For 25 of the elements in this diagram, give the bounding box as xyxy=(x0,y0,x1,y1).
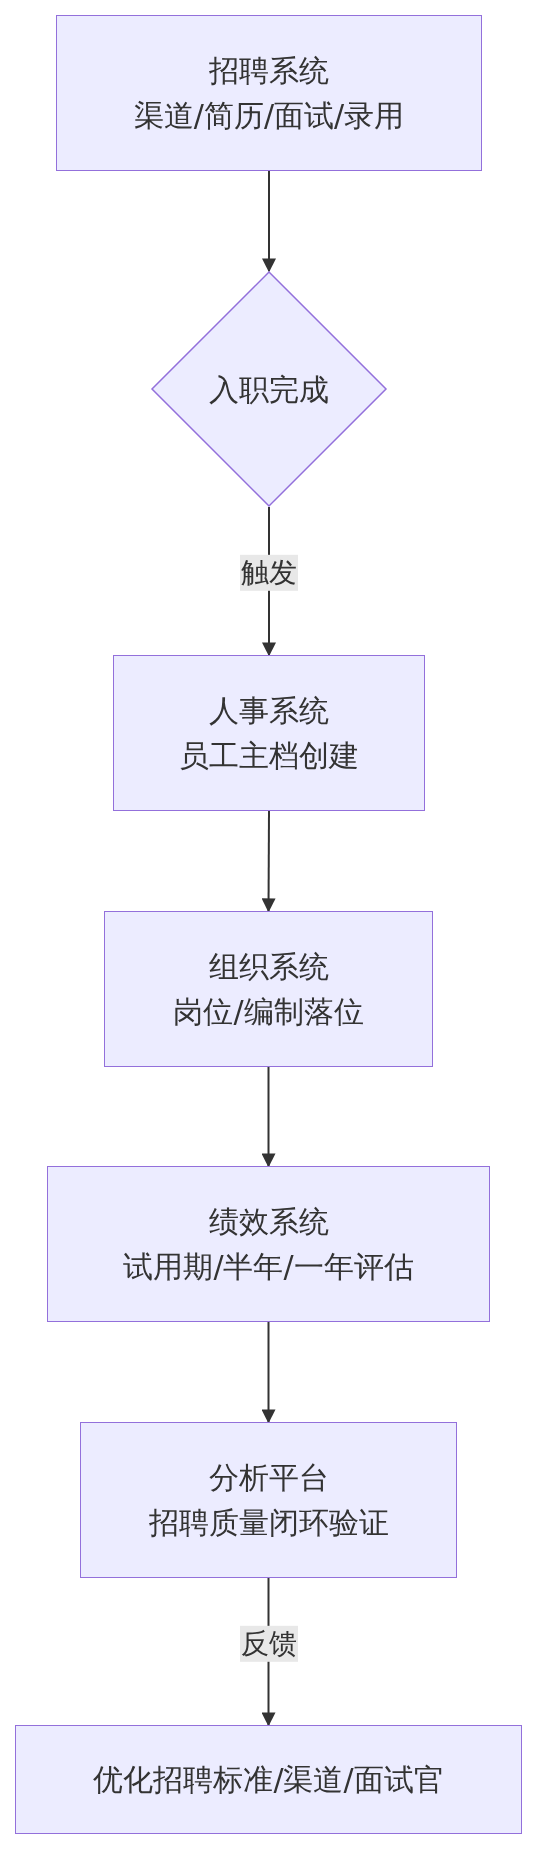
node-text: 渠道/简历/面试/录用 xyxy=(133,97,405,135)
decision-diamond xyxy=(151,271,387,507)
node-text: 招聘质量闭环验证 xyxy=(148,1504,389,1542)
node-title: 组织系统 xyxy=(208,948,329,986)
node-title: 分析平台 xyxy=(208,1459,329,1497)
process-box xyxy=(56,15,482,171)
process-box xyxy=(47,1166,490,1322)
process-box xyxy=(113,655,425,811)
arrow xyxy=(261,810,276,913)
edge-label: 触发 xyxy=(240,554,298,592)
node-title: 绩效系统 xyxy=(208,1203,329,1241)
arrow xyxy=(262,170,276,273)
node-text: 岗位/编制落位 xyxy=(173,993,364,1031)
process-box xyxy=(104,911,433,1067)
node-title: 招聘系统 xyxy=(209,52,329,90)
edge-label: 反馈 xyxy=(239,1625,298,1662)
node-text: 员工主档创建 xyxy=(179,737,359,775)
node-text: 试用期/半年/一年评估 xyxy=(123,1248,414,1286)
arrow xyxy=(261,1066,276,1168)
node-text: 入职完成 xyxy=(209,370,329,409)
process-box xyxy=(15,1725,522,1834)
process-box xyxy=(80,1422,457,1578)
node-text: 优化招聘标准/渠道/面试官 xyxy=(93,1761,444,1799)
arrow xyxy=(261,1321,276,1424)
node-title: 人事系统 xyxy=(209,692,329,730)
